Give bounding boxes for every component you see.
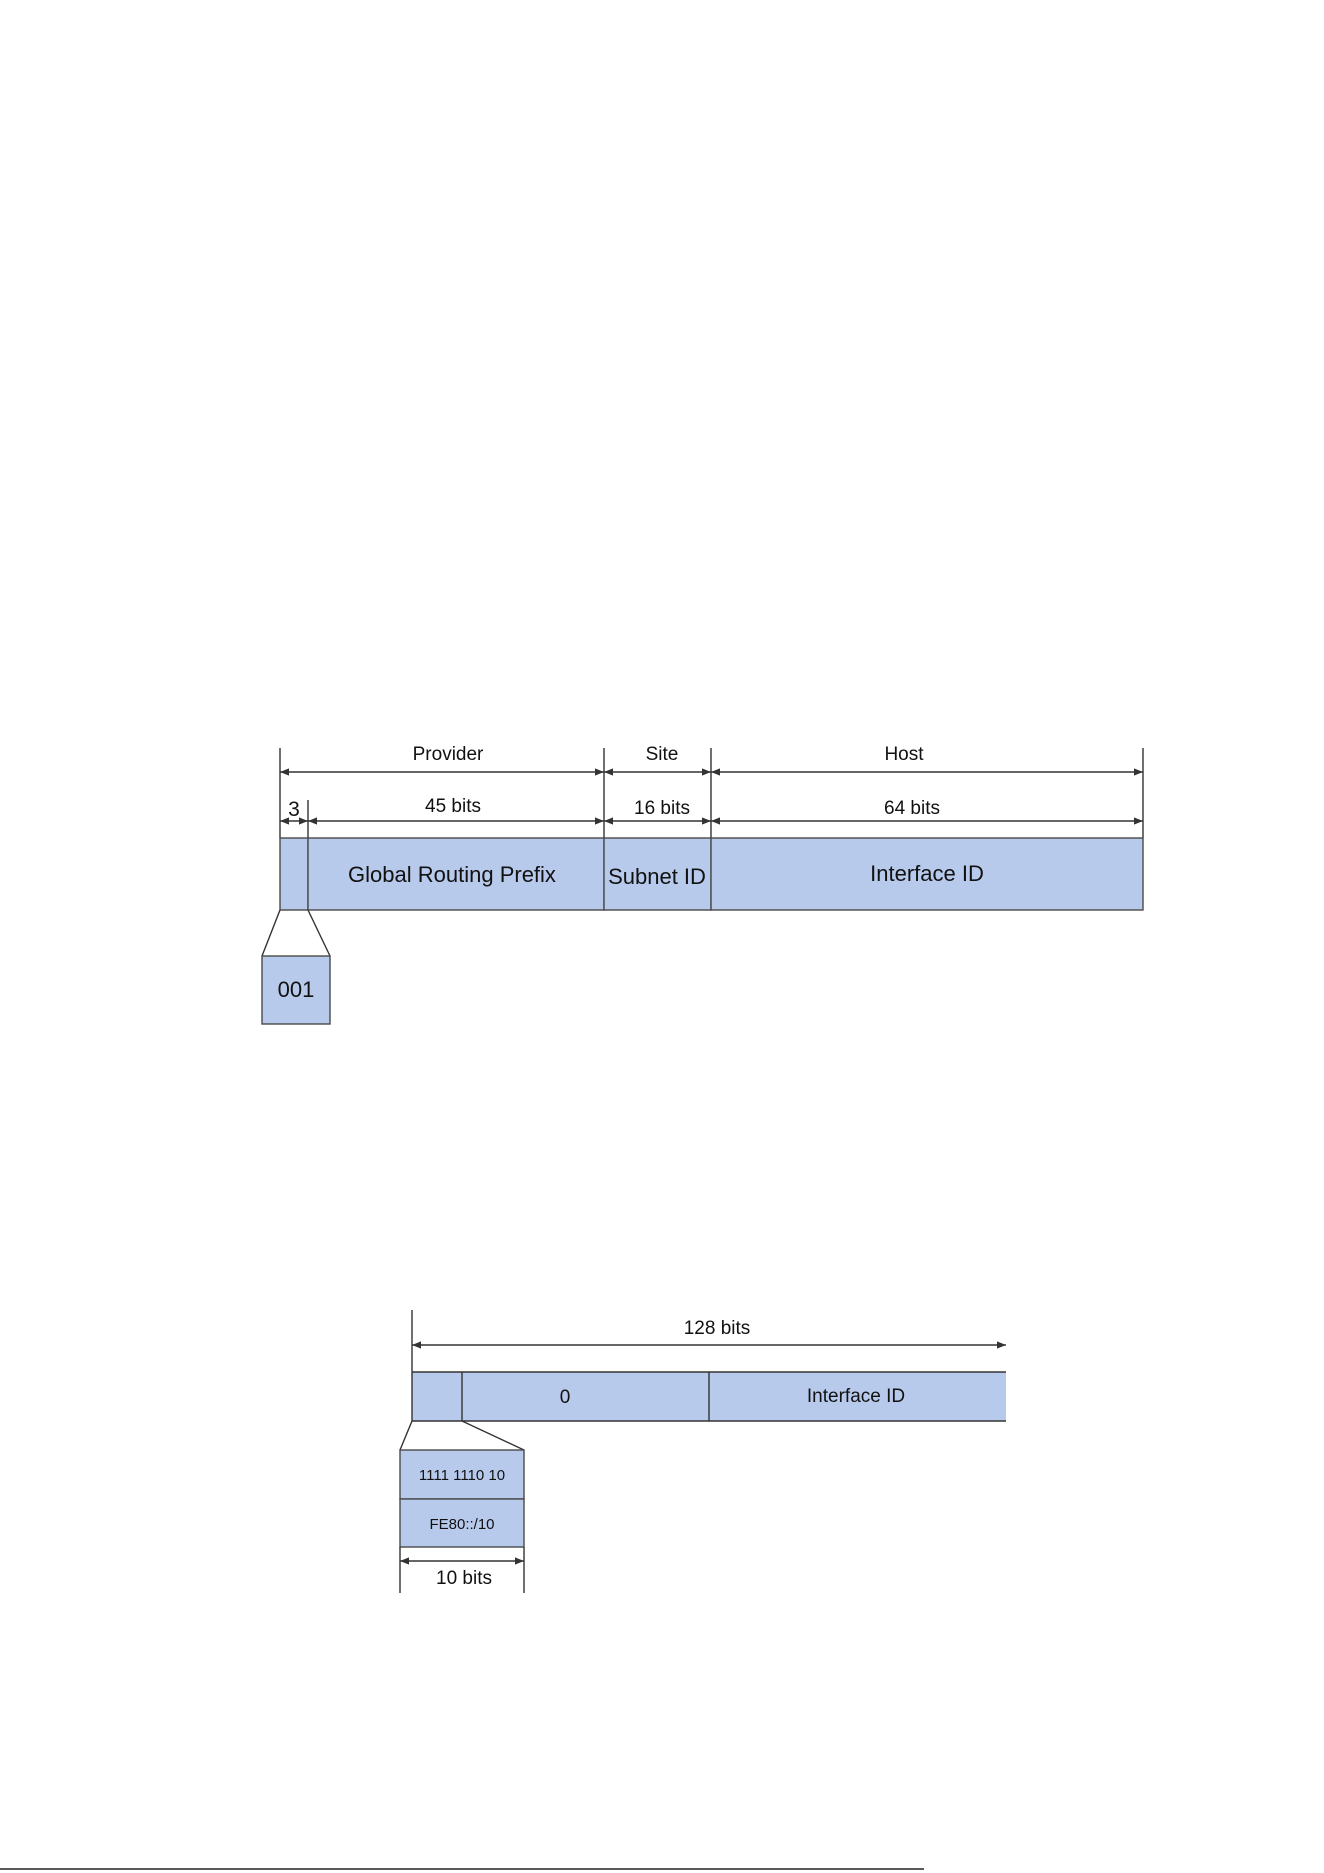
link-local-zoom-connector-right — [462, 1421, 524, 1450]
link-local-zoom-connector-left — [400, 1421, 412, 1450]
total-bits-label: 128 bits — [684, 1318, 751, 1339]
subnet-id-width-label: 16 bits — [634, 798, 690, 819]
zoom-connector-left — [262, 910, 280, 956]
global-routing-prefix-label: Global Routing Prefix — [348, 862, 556, 887]
link-local-format-diagram: 128 bits 0 Interface ID 1111 1110 10 FE8… — [400, 1310, 1006, 1593]
provider-label: Provider — [413, 744, 484, 765]
prefix-hex-label: FE80::/10 — [429, 1516, 494, 1533]
interface-id-label: Interface ID — [870, 861, 984, 886]
prefix-width-label: 3 — [288, 798, 300, 821]
subnet-id-label: Subnet ID — [608, 864, 706, 889]
prefix-width-label-link-local: 10 bits — [436, 1568, 492, 1589]
site-label: Site — [646, 744, 679, 765]
prefix-value-label: 001 — [278, 977, 315, 1002]
host-label: Host — [884, 744, 924, 765]
prefix-binary-label: 1111 1110 10 — [419, 1467, 505, 1484]
link-local-interface-id-label: Interface ID — [807, 1386, 905, 1407]
zoom-connector-right — [308, 910, 330, 956]
prefix-field — [280, 838, 308, 910]
global-unicast-format-diagram: Provider Site Host 3 45 bits 16 bits 64 … — [262, 744, 1143, 1024]
interface-id-width-label: 64 bits — [884, 798, 940, 819]
zero-field-label: 0 — [560, 1387, 571, 1408]
global-routing-prefix-width-label: 45 bits — [425, 796, 481, 817]
